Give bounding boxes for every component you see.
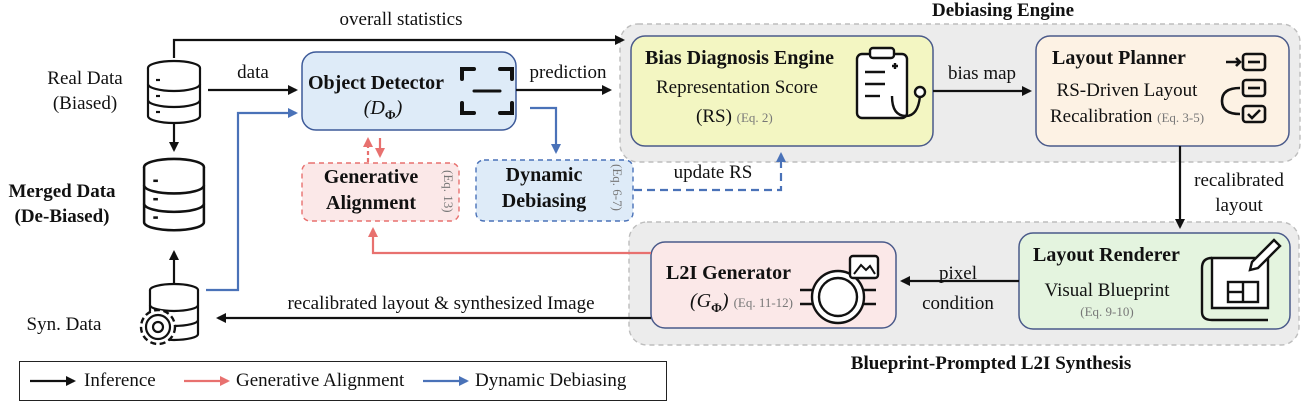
prediction-label: prediction [529,62,607,83]
condition-label: condition [922,293,994,314]
generative-alignment-title-line2: Alignment [326,192,416,214]
real-data-biased-label: (Biased) [52,93,118,114]
bias-diagnosis-title: Bias Diagnosis Engine [645,47,834,69]
layout-planner-title: Layout Planner [1052,47,1186,69]
object-detector-symbol: (DΦ) [363,97,403,122]
merged-data-label: Merged Data [8,181,116,202]
bias-diagnosis-rs: Representation Score [656,77,818,98]
real-data-label: Real Data [47,68,123,89]
layout-planner-box [1035,35,1290,147]
syn-data-label: Syn. Data [26,314,102,335]
object-detector-title: Object Detector [308,72,445,94]
legend-dynamic-debiasing-label: Dynamic Debiasing [475,370,627,391]
dynamic-debiasing-arrows [206,106,786,292]
recalibrated-label: recalibrated [1194,170,1284,191]
inference-arrows [169,35,1185,323]
legend-generative-alignment-label: Generative Alignment [236,370,405,391]
syn-output-label: recalibrated layout & synthesized Image [287,293,595,314]
data-label: data [237,62,269,83]
legend [19,361,667,401]
dynamic-debiasing-eq: (Eq. 6-7) [610,164,625,211]
blueprint-icon [1200,238,1282,322]
bias-diagnosis-rs-short: (RS) (Eq. 2) [696,106,773,127]
dynamic-debiasing-title-line2: Debiasing [501,190,587,212]
clipboard-stethoscope-icon [855,46,927,120]
pixel-label: pixel [939,263,977,284]
layout-renderer-eq: (Eq. 9-10) [1080,304,1134,319]
bias-map-label: bias map [947,63,1017,84]
layout-list-icon [1220,52,1267,124]
layout-renderer-title: Layout Renderer [1033,244,1180,266]
merged-data-debiased-label: (De-Biased) [14,206,110,227]
generative-alignment-title: Generative [323,166,419,188]
ai-chip-icon [800,254,880,325]
layout-planner-line2: Recalibration (Eq. 3-5) [1050,106,1205,127]
gear-icon [139,308,177,346]
l2i-generator-title: L2I Generator [666,262,791,284]
l2i-generator-symbol: (GΦ) (Eq. 11-12) [690,290,794,315]
debiasing-engine-title: Debiasing Engine [931,0,1075,21]
blueprint-synthesis-title: Blueprint-Prompted L2I Synthesis [850,353,1132,374]
generative-alignment-box [301,162,460,222]
generative-alignment-arrows [363,137,651,255]
layout-planner-line1: RS-Driven Layout [1056,80,1198,101]
dynamic-debiasing-title: Dynamic [505,164,583,186]
layout-label: layout [1215,195,1263,216]
legend-inference-label: Inference [84,370,156,391]
dynamic-debiasing-box [475,159,634,222]
update-rs-label: update RS [673,162,753,183]
focus-frame-icon [460,67,514,115]
layout-renderer-line1: Visual Blueprint [1044,280,1170,301]
overall-statistics-label: overall statistics [339,9,463,30]
real-data-database-icon [146,59,202,125]
generative-alignment-eq: (Eq. 13) [441,170,456,213]
merged-data-database-icon [142,157,206,232]
